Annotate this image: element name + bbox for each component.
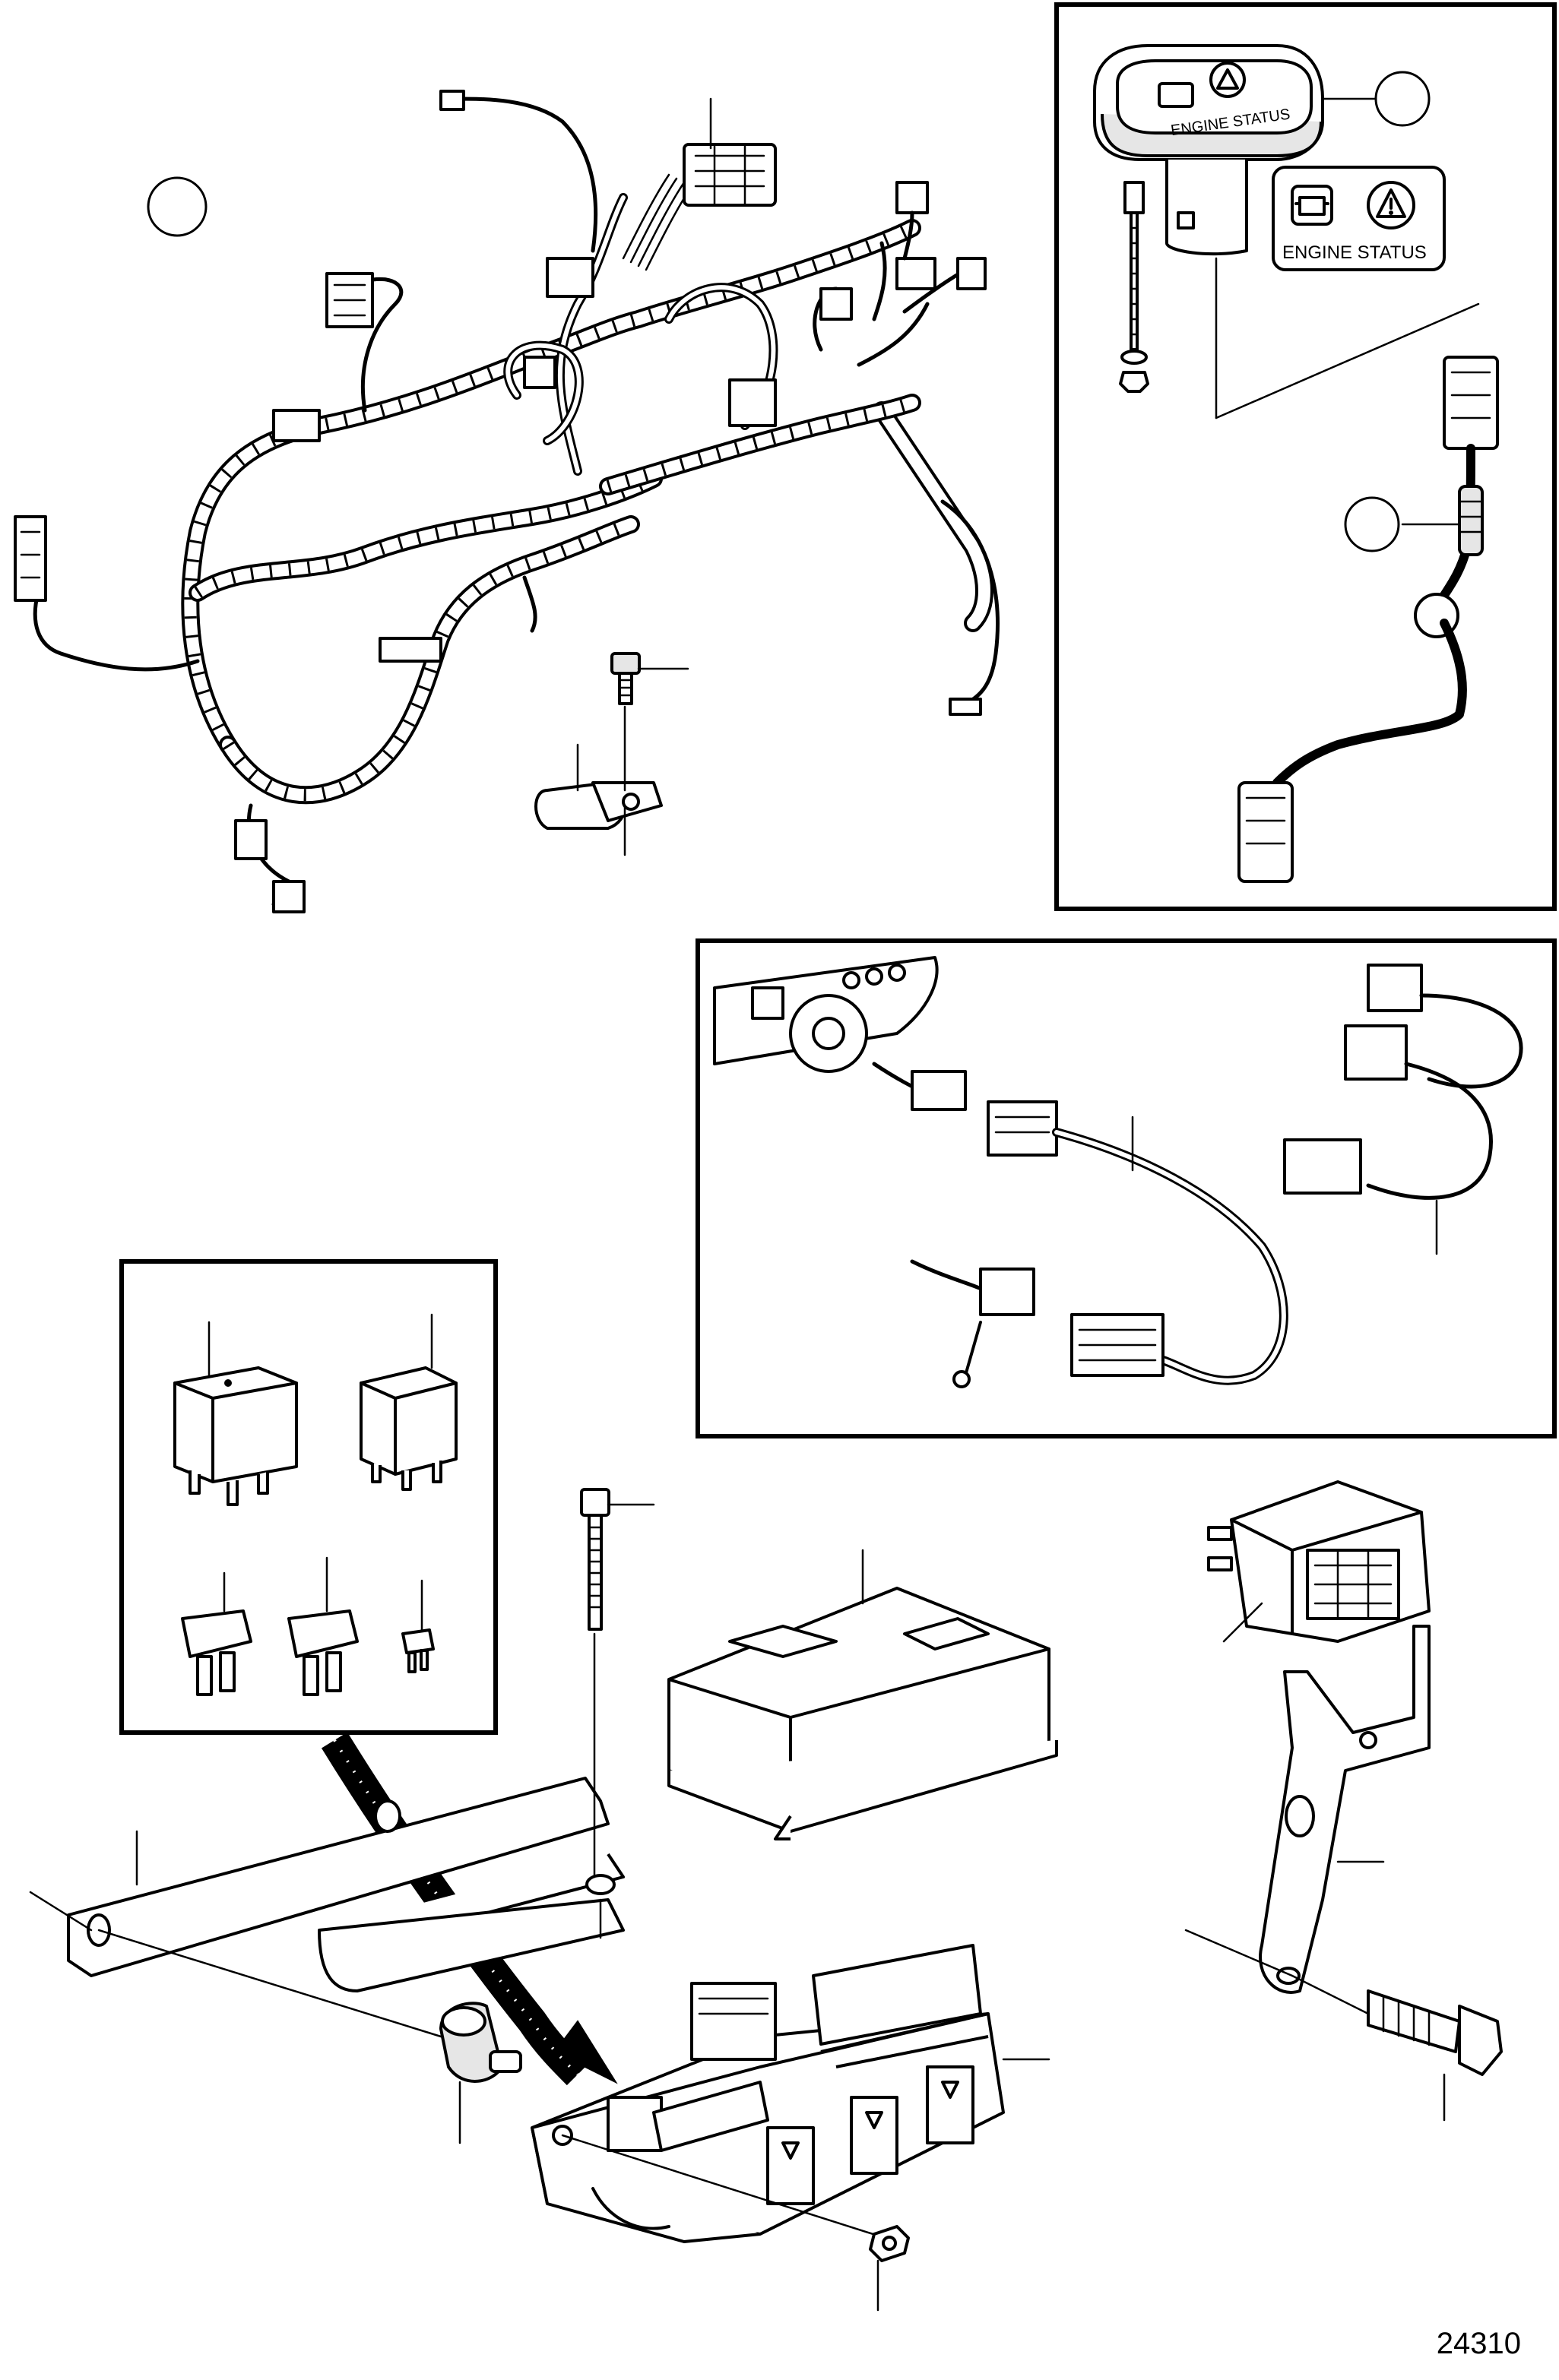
harness-clip-2 [379, 637, 442, 663]
fuse-mini [401, 1628, 435, 1654]
harness-connector-left [14, 515, 47, 602]
relay-block-connector [1207, 1480, 1431, 1643]
warning-triangle-icon-cap [1209, 62, 1246, 98]
dash-connector [911, 1070, 967, 1111]
callout-circle-status-cable [1344, 496, 1400, 552]
harness-connector-right-bottom [949, 698, 982, 716]
engine-check-icon [1158, 82, 1194, 108]
dashboard-cable-panel [713, 956, 1523, 1388]
fuse-large [181, 1609, 252, 1658]
fuse-box [531, 1944, 1050, 2243]
right-bracket [1184, 1625, 1431, 2015]
harness-connector-bottom-2 [234, 819, 268, 860]
relays-fuses-panel-frame [119, 1259, 498, 1735]
harness-connector-center-2 [728, 378, 777, 427]
harness-clip-1 [272, 409, 321, 442]
harness-connector-right [895, 257, 936, 290]
status-cable-connector [1443, 356, 1499, 450]
harness-connector-center [546, 257, 594, 298]
extension-connector-1 [1367, 964, 1423, 1012]
harness-connector-right-2 [956, 257, 987, 290]
engine-status-label: ENGINE STATUS [1282, 242, 1427, 263]
engine-status-panel-frame [1054, 2, 1557, 911]
main-harness-connector-top [683, 143, 777, 207]
mounting-bracket [29, 1777, 625, 2038]
control-unit-box [667, 1549, 1058, 1840]
relay-small [360, 1366, 458, 1476]
harness-connector-top-right [895, 181, 929, 214]
harness-connector-top-small [439, 90, 465, 111]
callout-circle-status-cap [1374, 71, 1431, 127]
harness-connector-right-3 [819, 287, 853, 321]
relays-fuses-panel [173, 1313, 458, 1696]
flange-bolt [1367, 1989, 1503, 2122]
fuse-medium [287, 1609, 359, 1658]
dash-cable-connector-1 [987, 1100, 1058, 1157]
clamp-and-screw [534, 652, 689, 856]
hex-nut [869, 2225, 910, 2312]
diagram-number: 24310 [1436, 2327, 1521, 2360]
dashboard-cable-panel-frame [696, 938, 1557, 1438]
screw-and-spacer [439, 1488, 655, 2144]
callout-circle-harness [147, 176, 208, 237]
status-cable-plug [1237, 781, 1294, 883]
harness-connector-bottom [272, 880, 306, 913]
harness-connector-center-3 [523, 356, 556, 389]
extension-connector-2 [1344, 1024, 1408, 1081]
extension-connector-3 [1283, 1138, 1362, 1195]
main-wiring-harness [14, 90, 1000, 913]
engine-status-panel: ENGINE STATUS ENGINE STATUS [1093, 44, 1499, 883]
pedal-connector [979, 1268, 1035, 1316]
